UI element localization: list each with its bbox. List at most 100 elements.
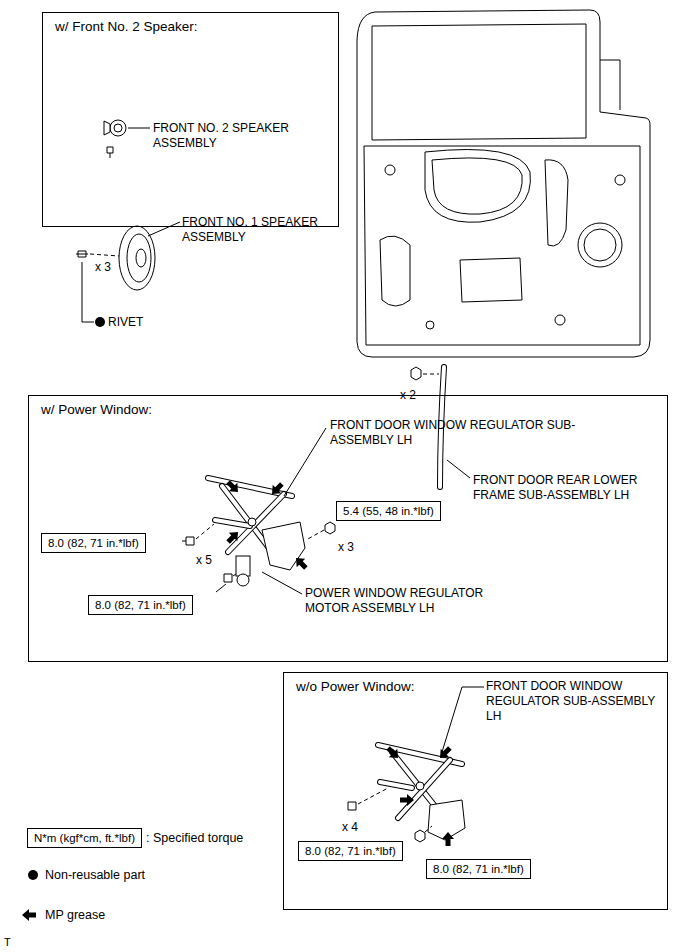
manual-regulator [436, 744, 454, 762]
door-panel [600, 60, 620, 110]
quantity: x 3 [95, 260, 111, 275]
door-panel [380, 236, 410, 306]
manual-regulator [442, 832, 454, 846]
speaker-no1 [76, 254, 88, 255]
torque-value: 8.0 (82, 71 in.*lbf) [95, 598, 186, 612]
door-panel [432, 158, 522, 214]
power-window-regulator [325, 522, 335, 534]
power-window-regulator [215, 520, 250, 526]
door-panel [578, 223, 622, 267]
power-window-regulator [224, 574, 232, 582]
door-panel [555, 315, 565, 325]
quantity: x 4 [342, 820, 358, 835]
power-window-regulator [236, 556, 250, 576]
manual-regulator [380, 782, 412, 788]
part-name: FRONT DOOR WINDOW REGULATOR SUB-ASSEMBLY… [486, 679, 664, 724]
speaker-no1 [136, 249, 146, 267]
rear-lower-frame [423, 374, 439, 375]
power-window-regulator [233, 574, 236, 576]
speaker-no1 [95, 317, 105, 327]
door-panel [545, 160, 568, 246]
legend-text: MP grease [45, 908, 105, 923]
part-name: FRONT NO. 2 SPEAKER ASSEMBLY [153, 121, 303, 151]
speaker-no2 [110, 120, 126, 136]
quantity: x 2 [400, 388, 416, 403]
torque-value: 5.4 (55, 48 in.*lbf) [343, 504, 434, 518]
door-panel [615, 175, 625, 185]
power-window-regulator [284, 428, 326, 496]
quantity: x 5 [196, 553, 212, 568]
power-window-regulator [216, 584, 226, 592]
legend-text: Non-reusable part [45, 868, 145, 883]
figure-code: T [4, 935, 11, 950]
part-name: RIVET [108, 315, 143, 330]
part-name: FRONT NO. 1 SPEAKER ASSEMBLY [182, 215, 332, 245]
manual-regulator [384, 744, 402, 762]
power-window-regulator [182, 541, 186, 542]
part-name: POWER WINDOW REGULATOR MOTOR ASSEMBLY LH [305, 586, 500, 616]
part-name: FRONT DOOR WINDOW REGULATOR SUB-ASSEMBLY… [330, 418, 580, 448]
speaker-no2 [104, 120, 150, 158]
torque-box: 8.0 (82, 71 in.*lbf) [88, 595, 193, 615]
speaker-no2 [107, 147, 113, 153]
legend-symbols [28, 870, 38, 880]
legend-symbols [22, 909, 36, 921]
power-window-regulator [292, 554, 310, 572]
power-window-regulator [215, 520, 250, 526]
door-panel [385, 165, 395, 175]
door-panel [584, 229, 616, 261]
power-window-regulator [186, 537, 194, 545]
door-panel [425, 150, 530, 223]
part-name: FRONT DOOR REAR LOWER FRAME SUB-ASSEMBLY… [473, 473, 648, 503]
speaker-no2 [110, 153, 111, 158]
manual-regulator [415, 830, 425, 842]
torque-value: 8.0 (82, 71 in.*lbf) [48, 536, 139, 550]
speaker-no1 [148, 222, 180, 236]
power-window-regulator [237, 574, 249, 586]
door-panel [364, 146, 640, 345]
torque-box: 8.0 (82, 71 in.*lbf) [426, 859, 531, 879]
legend-text: : Specified torque [146, 831, 243, 846]
rear-lower-frame [411, 367, 421, 380]
manual-regulator [358, 788, 388, 804]
power-window-regulator [224, 478, 242, 496]
torque-box: 5.4 (55, 48 in.*lbf) [336, 501, 441, 521]
rear-lower-frame [447, 460, 470, 478]
power-window-regulator [196, 524, 214, 539]
torque-box: 8.0 (82, 71 in.*lbf) [41, 533, 146, 553]
torque-value: 8.0 (82, 71 in.*lbf) [433, 862, 524, 876]
door-panel [460, 258, 522, 302]
speaker-no1 [90, 254, 119, 256]
torque-box: 8.0 (82, 71 in.*lbf) [298, 841, 403, 861]
variant-panel: w/ Front No. 2 Speaker: [42, 12, 339, 227]
panel-title: w/ Power Window: [41, 402, 667, 417]
door-panel [426, 321, 434, 329]
power-window-regulator [268, 480, 286, 498]
door-panel [372, 24, 586, 140]
panel-title: w/ Front No. 2 Speaker: [55, 19, 338, 34]
power-window-regulator [306, 530, 324, 540]
manual-regulator [348, 687, 484, 846]
speaker-no1 [82, 262, 94, 322]
power-window-regulator [182, 428, 335, 594]
torque-box: N*m (kgf*cm, ft.*lbf) [27, 828, 142, 848]
power-window-regulator [224, 528, 242, 546]
quantity: x 3 [338, 540, 354, 555]
torque-value: 8.0 (82, 71 in.*lbf) [305, 844, 396, 858]
speaker-no1 [127, 234, 151, 282]
door-panel [357, 10, 650, 357]
torque-value: N*m (kgf*cm, ft.*lbf) [34, 831, 135, 845]
speaker-no2 [104, 121, 110, 135]
door-panel [357, 10, 650, 357]
manual-regulator [380, 782, 412, 788]
power-window-regulator [248, 518, 256, 526]
manual-regulator [425, 826, 432, 832]
manual-regulator [442, 687, 484, 752]
speaker-no2 [128, 128, 150, 129]
power-window-regulator [262, 572, 302, 594]
manual-regulator [400, 794, 414, 806]
legend-symbols [22, 870, 38, 921]
manual-regulator [348, 802, 356, 810]
manual-regulator [416, 782, 424, 790]
